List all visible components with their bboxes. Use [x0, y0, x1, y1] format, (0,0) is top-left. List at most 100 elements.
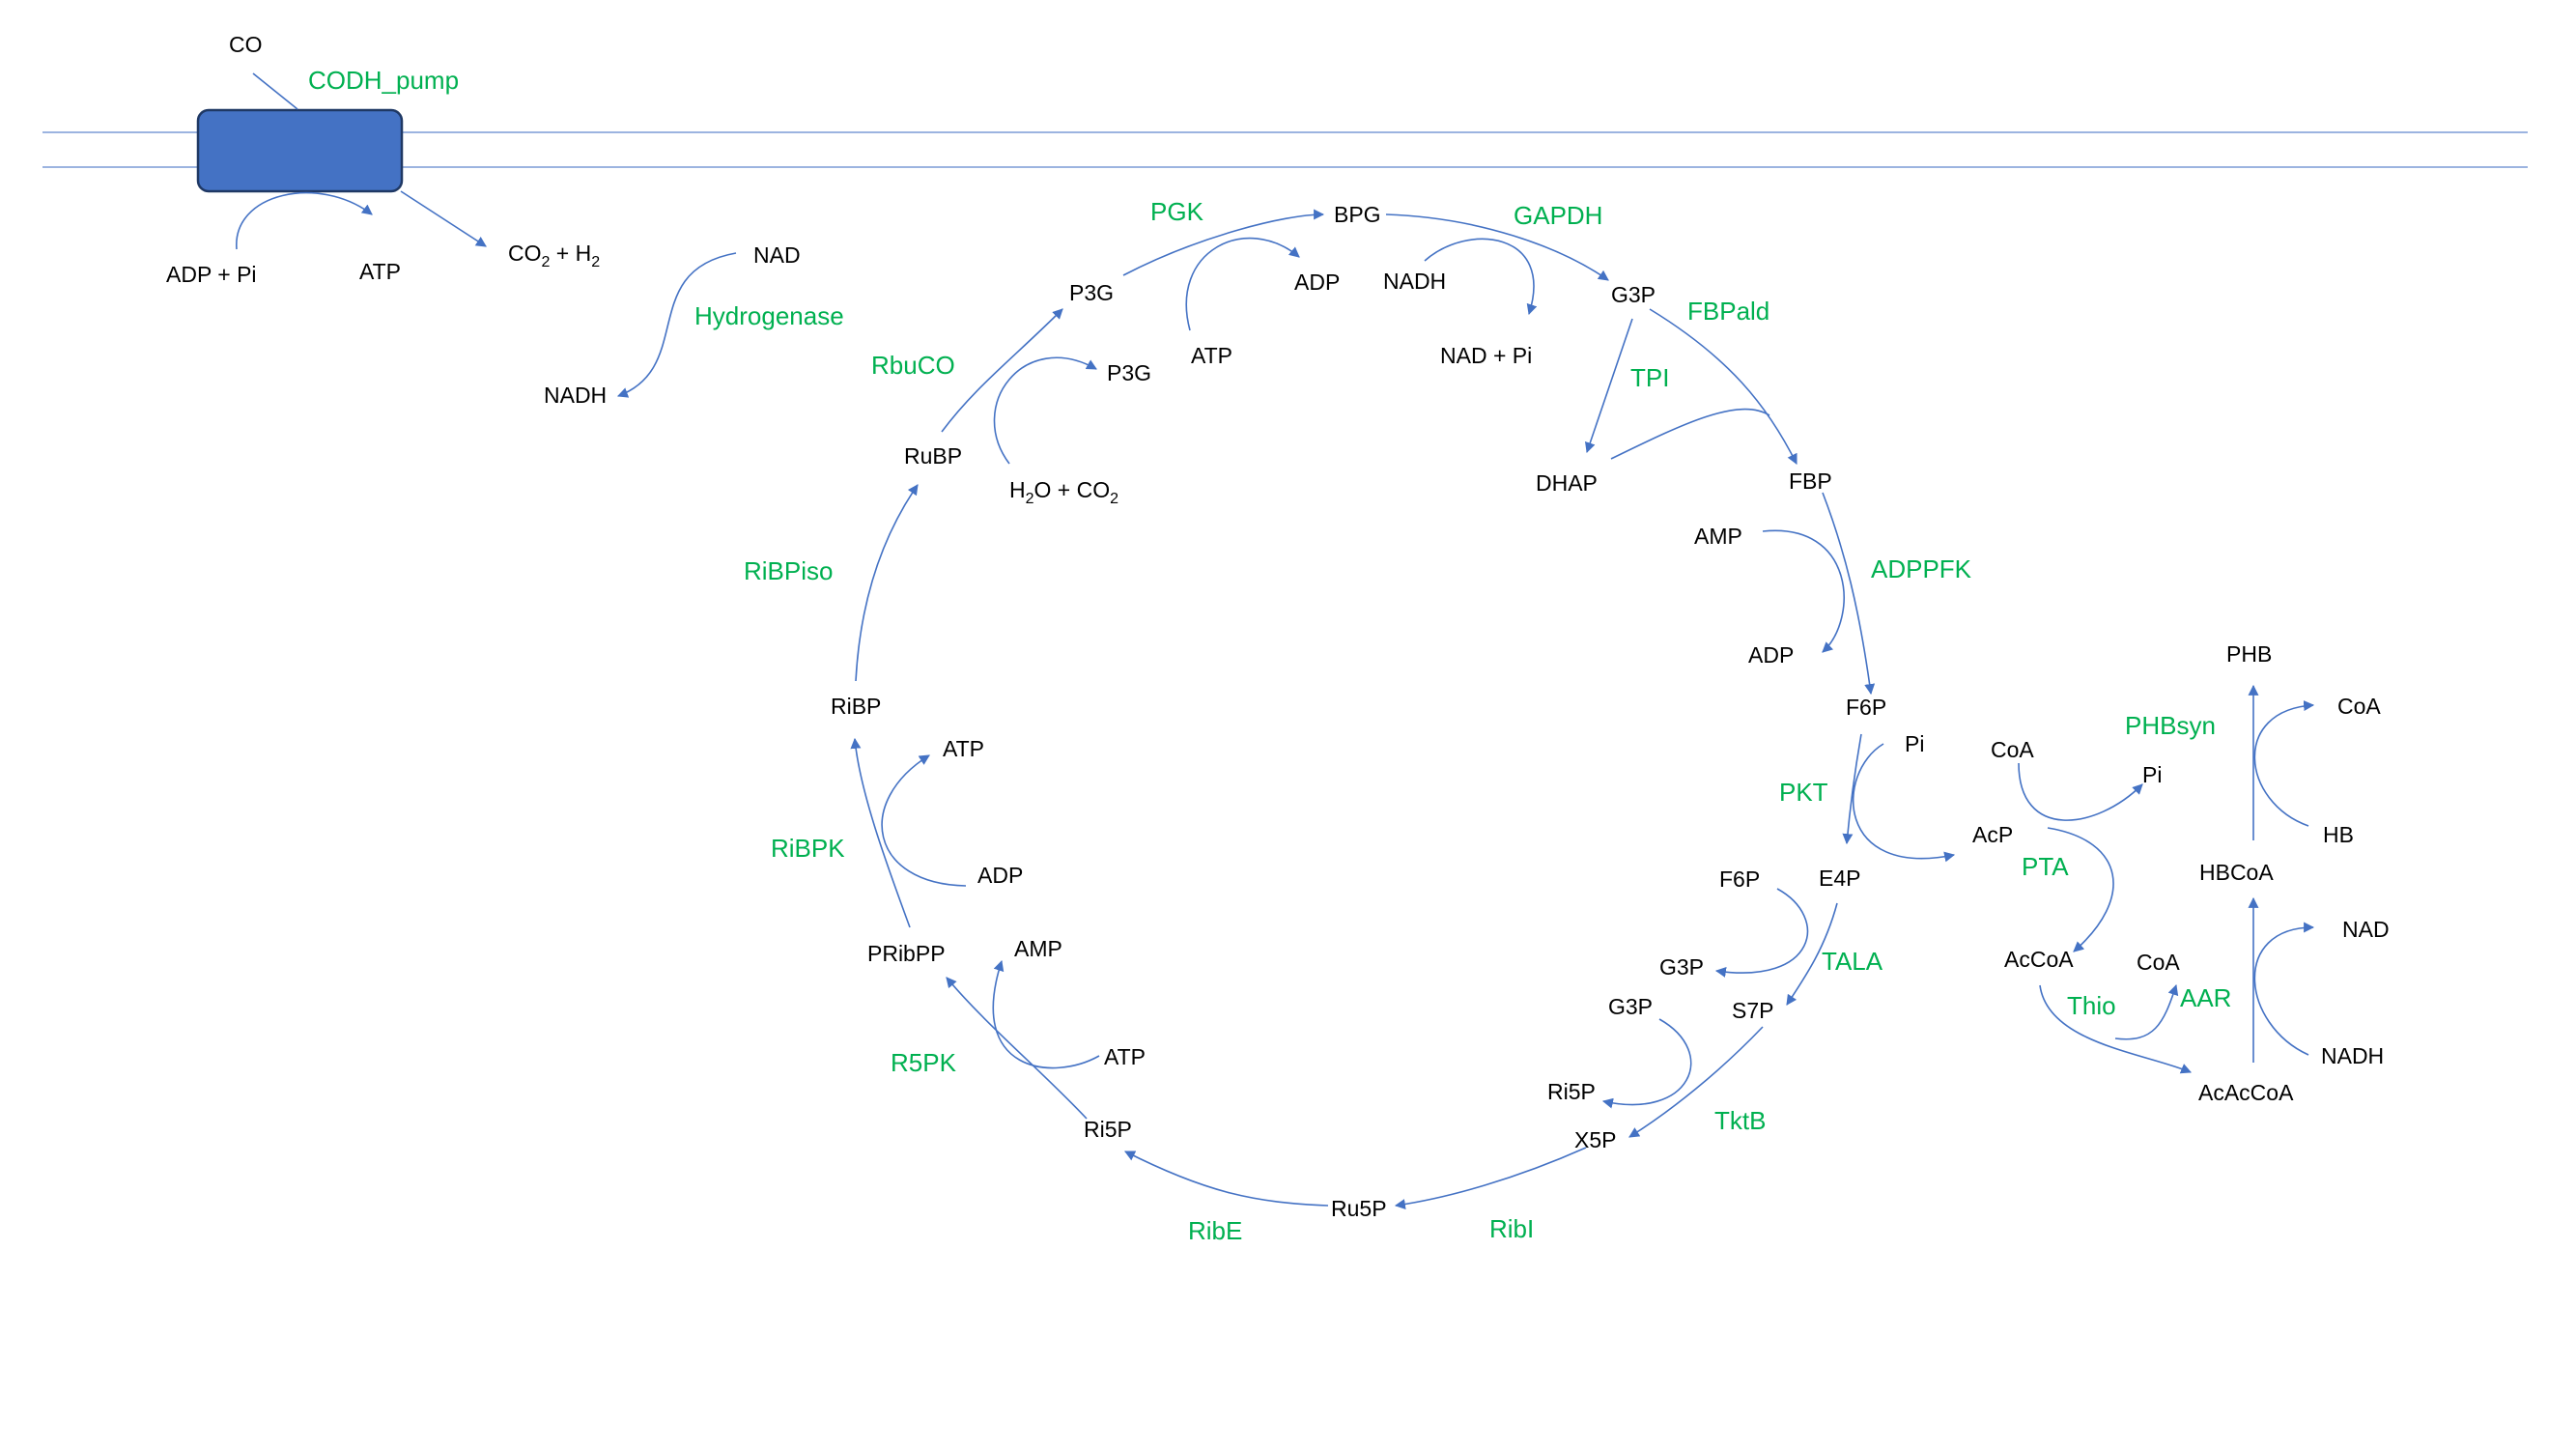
acp-to-accoa-arrow — [2047, 827, 2114, 952]
label-pribpp: PRibPP — [867, 941, 946, 966]
enzyme-gapdh: GAPDH — [1514, 201, 1602, 230]
label-nad-aar: NAD — [2342, 917, 2390, 942]
enzyme-thio: Thio — [2067, 991, 2116, 1020]
label-accoa: AcCoA — [2004, 947, 2074, 972]
enzyme-codh-pump: CODH_pump — [308, 66, 459, 95]
hb-coa-phbsyn-arrow — [2253, 700, 2315, 827]
label-p3g-b: P3G — [1107, 360, 1151, 385]
label-ri5p: Ri5P — [1084, 1117, 1132, 1142]
label-ri5p-tkt: Ri5P — [1547, 1079, 1596, 1104]
ru5p-to-ri5p-arrow — [1124, 1151, 1329, 1207]
label-x5p: X5P — [1574, 1127, 1616, 1152]
enzyme-aar: AAR — [2180, 983, 2231, 1012]
enzyme-phbsyn: PHBsyn — [2125, 711, 2216, 740]
label-dhap: DHAP — [1536, 470, 1598, 496]
label-atp-pgk: ATP — [1191, 343, 1232, 368]
label-acp: AcP — [1972, 822, 2013, 847]
label-ru5p: Ru5P — [1331, 1196, 1387, 1221]
label-g3p-tkt: G3P — [1608, 994, 1653, 1019]
label-nadh-gapdh: NADH — [1383, 269, 1446, 294]
enzyme-tala: TALA — [1822, 947, 1883, 976]
label-acaccoa: AcAcCoA — [2198, 1080, 2294, 1105]
label-amp-r5pk: AMP — [1014, 936, 1062, 961]
label-nad-hydrogenase: NAD — [753, 242, 801, 268]
coa-pi-pta-arrow — [2018, 762, 2143, 821]
label-adp-pgk: ADP — [1294, 270, 1340, 295]
x5p-to-ru5p-arrow — [1394, 1147, 1587, 1210]
label-g3p-top: G3P — [1611, 282, 1656, 307]
label-phb: PHB — [2226, 641, 2272, 667]
coa-release-thio-arrow — [2114, 983, 2179, 1040]
e4p-to-s7p-arrow — [1786, 902, 1838, 1006]
ri5p-to-pribpp-arrow — [946, 977, 1088, 1120]
p3g-to-bpg-arrow — [1122, 209, 1325, 276]
label-nad-pi: NAD + Pi — [1440, 343, 1532, 368]
enzyme-tktb: TktB — [1714, 1106, 1766, 1135]
label-nadh-aar: NADH — [2321, 1043, 2384, 1068]
label-coa-phb: CoA — [2337, 694, 2381, 719]
enzyme-ribe: RibE — [1188, 1216, 1242, 1245]
label-amp-pfk: AMP — [1694, 524, 1742, 549]
enzyme-pta: PTA — [2022, 852, 2069, 881]
accoa-to-acaccoa-arrow — [2039, 984, 2193, 1074]
ribp-to-rubp-arrow — [855, 484, 919, 682]
pump-to-co2-arrow — [400, 190, 487, 247]
hydrogenase-arrow — [616, 252, 737, 398]
enzyme-adppfk: ADPPFK — [1871, 554, 1972, 583]
fbp-to-f6p-arrow — [1822, 492, 1876, 696]
label-bpg: BPG — [1334, 202, 1381, 227]
label-fbp: FBP — [1789, 469, 1832, 494]
label-f6p-tala: F6P — [1719, 867, 1760, 892]
enzyme-ribpiso: RiBPiso — [744, 556, 833, 585]
label-atp-r5pk: ATP — [1104, 1044, 1146, 1069]
label-co: CO — [229, 32, 263, 57]
enzyme-tpi: TPI — [1630, 363, 1669, 392]
enzyme-pgk: PGK — [1150, 197, 1204, 226]
enzyme-hydrogenase: Hydrogenase — [694, 301, 844, 330]
dhap-to-fbp-line — [1610, 408, 1770, 460]
bpg-to-g3p-arrow — [1385, 213, 1609, 281]
g3p-to-fbp-arrow — [1649, 308, 1798, 465]
label-rubp: RuBP — [904, 443, 962, 469]
label-atp-pump: ATP — [359, 259, 401, 284]
atp-amp-r5pk-arrow — [992, 959, 1100, 1069]
label-atp-ribpk: ATP — [943, 736, 984, 761]
label-f6p-main: F6P — [1846, 695, 1886, 720]
s7p-to-x5p-arrow — [1628, 1026, 1764, 1138]
enzyme-ribi: RibI — [1489, 1214, 1534, 1243]
label-coa-thio: CoA — [2137, 950, 2180, 975]
nadh-nad-gapdh-arrow — [1424, 238, 1538, 316]
enzyme-rbuco: RbuCO — [871, 351, 955, 380]
f6p-g3p-tala-arrow — [1714, 888, 1809, 978]
label-e4p: E4P — [1819, 866, 1860, 891]
enzyme-fbpald: FBPald — [1687, 297, 1769, 326]
label-coa-pta: CoA — [1991, 737, 2034, 762]
codh-pump-transporter — [196, 108, 404, 193]
label-g3p-tala: G3P — [1659, 954, 1704, 980]
pi-to-acp-arrow — [1852, 743, 1956, 863]
enzyme-ribpk: RiBPK — [771, 834, 845, 863]
label-adp-pi: ADP + Pi — [166, 262, 257, 287]
label-pi-pkt: Pi — [1905, 731, 1924, 756]
label-hb: HB — [2323, 822, 2354, 847]
enzyme-r5pk: R5PK — [891, 1048, 957, 1077]
label-hbcoa: HBCoA — [2199, 860, 2274, 885]
label-adp-ribpk: ADP — [977, 863, 1023, 888]
adp-to-atp-arrow — [236, 191, 373, 250]
rubp-to-p3g-arrow — [941, 308, 1063, 433]
label-co2-h2: CO2 + H2 — [508, 241, 600, 270]
h2o-co2-to-p3g-arrow — [993, 356, 1097, 465]
label-pi-pta: Pi — [2142, 762, 2162, 787]
label-nadh-hydrogenase: NADH — [544, 383, 607, 408]
label-ribp: RiBP — [831, 694, 881, 719]
label-p3g-a: P3G — [1069, 280, 1114, 305]
label-s7p: S7P — [1732, 998, 1773, 1023]
atp-adp-pgk-arrow — [1185, 237, 1300, 331]
adp-atp-ribpk-arrow — [881, 754, 967, 887]
label-h2o-co2: H2O + CO2 — [1009, 477, 1118, 507]
nadh-nad-aar-arrow — [2253, 922, 2315, 1056]
g3p-ri5p-tkt-arrow — [1601, 1018, 1692, 1109]
g3p-to-dhap-arrow — [1584, 318, 1633, 454]
co-uptake-line — [252, 72, 298, 110]
